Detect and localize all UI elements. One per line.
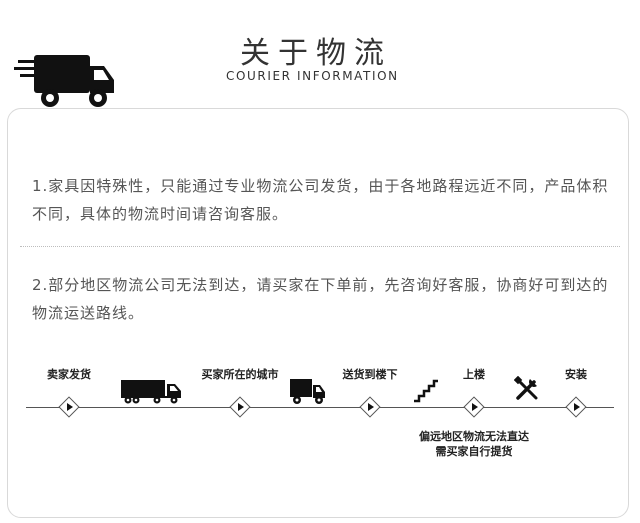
note-paragraph-1: 1.家具因特殊性，只能通过专业物流公司发货，由于各地路程远近不同，产品体积不同，… xyxy=(32,177,609,223)
remote-area-note: 偏远地区物流无法直达 需买家自行提货 xyxy=(419,429,529,459)
delivery-truck-icon xyxy=(14,55,114,107)
page-title: 关于物流 xyxy=(240,36,392,71)
step-label-seller-ship: 卖家发货 xyxy=(47,368,91,381)
note-paragraph-2: 2.部分地区物流公司无法到达，请买家在下单前，先咨询好客服，协商好可到达的物流运… xyxy=(32,276,609,322)
play-diamond-icon xyxy=(462,395,486,419)
play-diamond-icon xyxy=(57,395,81,419)
box-truck-icon xyxy=(290,379,325,404)
play-diamond-icon xyxy=(358,395,382,419)
play-diamond-icon xyxy=(228,395,252,419)
note-line-2: 需买家自行提货 xyxy=(435,445,513,458)
note-line-1: 偏远地区物流无法直达 xyxy=(419,430,529,443)
semi-truck-icon xyxy=(121,380,181,404)
play-diamond-icon xyxy=(564,395,588,419)
page-subtitle: COURIER INFORMATION xyxy=(226,69,399,83)
divider xyxy=(20,246,620,247)
stairs-icon xyxy=(414,379,438,403)
step-label-install: 安装 xyxy=(565,368,587,381)
step-label-downstairs: 送货到楼下 xyxy=(342,368,398,381)
info-card xyxy=(7,108,629,518)
step-label-buyer-city: 买家所在的城市 xyxy=(201,368,279,381)
tools-icon xyxy=(514,376,538,400)
step-label-upstairs: 上楼 xyxy=(463,368,485,381)
flow-line xyxy=(26,407,614,408)
